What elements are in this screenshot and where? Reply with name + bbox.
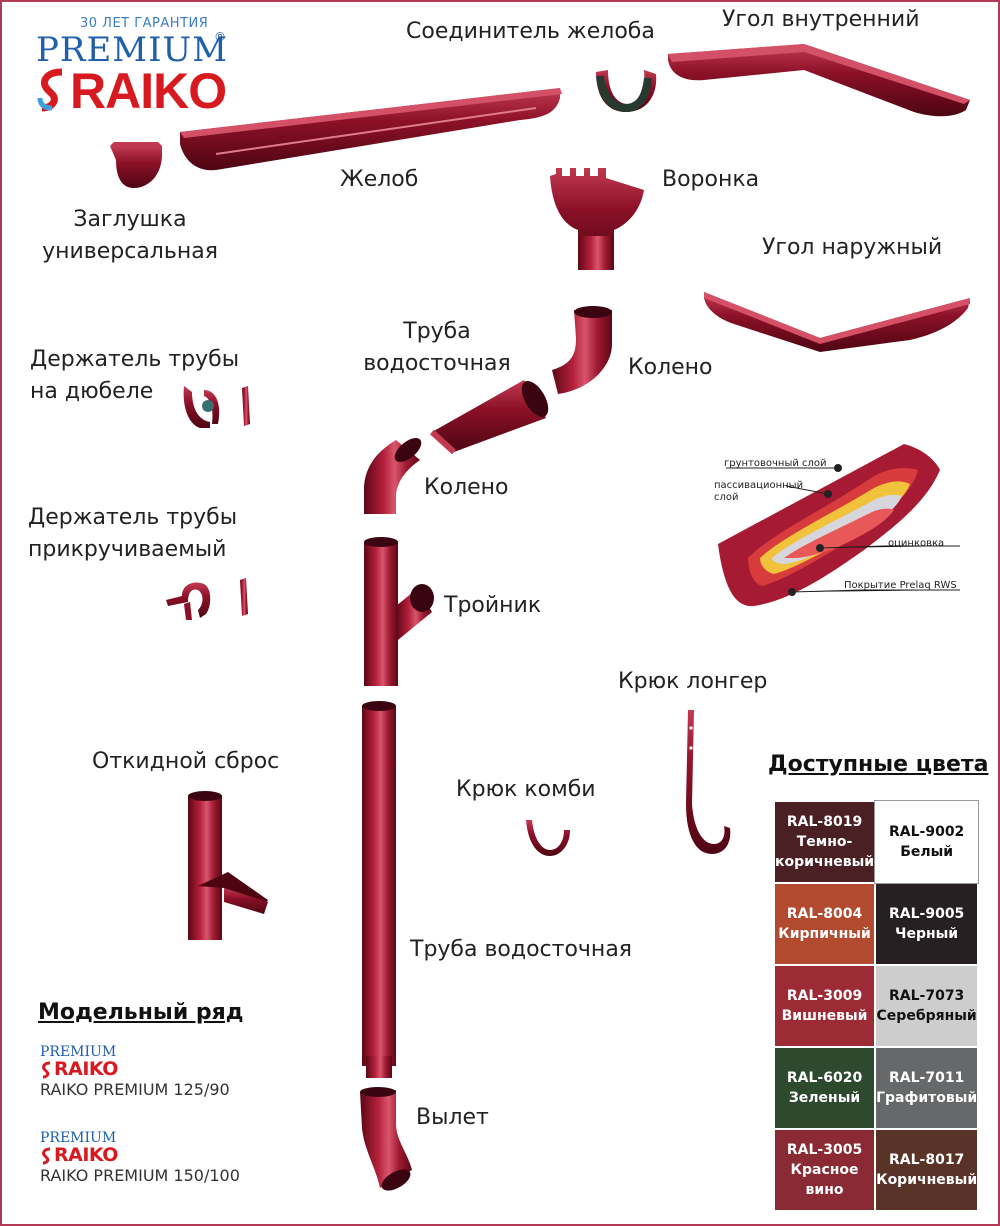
raiko-wordmark: RAIKO [70,63,227,119]
model-logo-1-raiko: RAIKO [54,1058,118,1080]
color-code: RAL-3009 [786,988,863,1004]
gutter-drawing [180,88,562,171]
model-logo-2-raiko: RAIKO [54,1144,118,1166]
layer-passivation-label-2: слой [714,492,739,503]
label-end-cap-2: универсальная [42,239,218,264]
label-long-pipe: Труба водосточная [410,937,633,962]
label-elbow-mid: Колено [424,475,509,500]
outer-corner-drawing [704,292,970,352]
label-funnel: Воронка [662,167,760,192]
registered-mark: ® [214,30,226,44]
color-name: Черный [895,926,959,942]
combi-hook-drawing [526,820,570,856]
label-pipe-top-1: Труба [403,319,471,344]
label-longer-hook: Крюк лонгер [618,669,768,694]
model-logo-2-premium: PREMIUM [40,1130,117,1146]
layer-primer-label: грунтовочный слой [724,458,827,469]
coating-layers-diagram [718,444,960,607]
label-gutter-connector: Соединитель желоба [406,19,655,44]
color-code: RAL-3005 [786,1142,863,1158]
label-pipe-top-2: водосточная [363,351,511,376]
label-screw-holder-2: прикручиваемый [28,537,227,562]
screw-holder-drawing [166,578,248,620]
long-pipe-drawing [362,701,396,1078]
layer-zinc-label: оцинковка [888,538,945,549]
color-name: Графитовый [876,1090,978,1106]
model-logo-2-mark-icon [42,1147,51,1165]
inner-corner-drawing [668,44,970,117]
label-end-cap-1: Заглушка [73,207,187,232]
color-code: RAL-9005 [888,906,965,922]
color-code: RAL-7073 [888,988,965,1004]
label-dowel-holder-1: Держатель трубы [30,347,240,372]
label-elbow-top: Колено [628,355,713,380]
raiko-mark-icon [37,68,63,112]
color-name: Вишневый [781,1008,868,1024]
short-pipe-drawing [429,380,549,455]
model-logo-1: PREMIUM RAIKO [40,1040,130,1080]
color-code: RAL-6020 [786,1070,863,1086]
color-name: Зеленый [788,1090,861,1106]
label-diverter: Откидной сброс [92,749,280,774]
model-logo-2: PREMIUM RAIKO [40,1126,130,1166]
funnel-drawing [550,168,644,270]
color-code: RAL-8019 [786,814,863,830]
color-name: Красное вино [790,1162,859,1198]
color-code: RAL-8017 [888,1152,965,1168]
models-heading: Модельный ряд [38,1000,244,1025]
label-gutter: Желоб [340,167,419,192]
label-tee: Тройник [444,593,542,618]
color-code: RAL-7011 [888,1070,965,1086]
diverter-drawing [188,791,268,940]
label-inner-corner: Угол внутренний [722,7,920,32]
longer-hook-drawing [686,710,731,854]
tee-drawing [364,537,434,686]
color-name: Серебряный [876,1008,977,1024]
end-cap-drawing [110,142,162,188]
color-name: Кирпичный [778,926,871,942]
elbow-top-drawing [552,306,612,394]
label-screw-holder-1: Держатель трубы [28,505,238,530]
color-name: Коричневый [876,1172,978,1188]
gutter-connector-drawing [596,70,657,113]
dowel-holder-drawing [183,386,250,428]
layer-passivation-label-1: пассивационный [714,480,804,491]
color-code: RAL-8004 [786,906,863,922]
layer-coating-label: Покрытие Prelaq RWS [844,580,957,591]
outlet-drawing [360,1087,412,1191]
label-outer-corner: Угол наружный [762,235,943,260]
model-logo-1-premium: PREMIUM [40,1044,117,1060]
label-dowel-holder-2: на дюбеле [30,379,154,404]
model-name-2: RAIKO PREMIUM 150/100 [40,1166,240,1185]
label-outlet: Вылет [416,1105,489,1130]
model-logo-1-mark-icon [42,1061,51,1079]
warranty-text: 30 ЛЕТ ГАРАНТИЯ [80,16,209,31]
label-combi-hook: Крюк комби [456,777,596,802]
color-name: Белый [900,844,954,860]
color-code: RAL-9002 [888,824,965,840]
color-name: Темно-коричневый [775,834,875,870]
brand-logo: 30 ЛЕТ ГАРАНТИЯ PREMIUM ® RAIKO [36,16,236,119]
premium-wordmark: PREMIUM [36,30,229,70]
model-name-1: RAIKO PREMIUM 125/90 [40,1080,230,1099]
elbow-mid-drawing [364,438,422,514]
colors-heading: Доступные цвета [768,752,989,777]
